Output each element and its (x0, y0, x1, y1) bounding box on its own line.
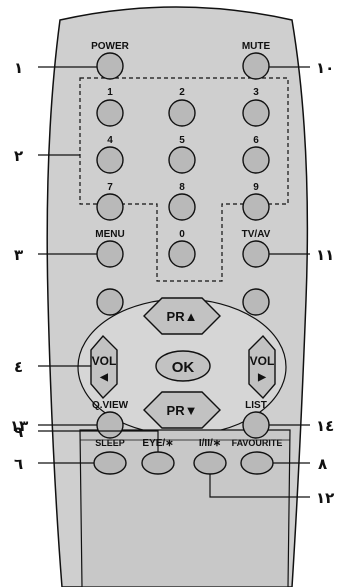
mute-button[interactable] (242, 52, 270, 80)
digit-8-button[interactable] (168, 193, 196, 221)
callout-6: ٦ (14, 455, 23, 473)
digit-1-label: 1 (107, 87, 113, 98)
favourite-label: FAVOURITE (232, 438, 283, 448)
digit-1-button[interactable] (96, 99, 124, 127)
menu-button[interactable] (96, 240, 124, 268)
eye-button[interactable] (141, 451, 175, 475)
menu-label: MENU (95, 229, 124, 240)
favourite-button[interactable] (240, 451, 274, 475)
vol-right-arrow-icon: ▶ (257, 372, 267, 383)
digit-2-label: 2 (179, 87, 185, 98)
digit-4-label: 4 (107, 135, 113, 146)
callout-3: ٣ (14, 246, 23, 264)
callout-8: ٨ (318, 455, 327, 473)
callout-4: ٤ (14, 358, 23, 376)
mute-label: MUTE (242, 41, 271, 52)
vol-left-button[interactable] (90, 334, 118, 400)
ok-label: OK (172, 359, 195, 376)
pr-down-button[interactable] (143, 391, 221, 429)
leader-9 (38, 430, 159, 452)
sleep-label: SLEEP (95, 438, 125, 448)
vol-right-label: VOL (250, 354, 275, 368)
i-ii-button[interactable] (193, 451, 227, 475)
digit-2-button[interactable] (168, 99, 196, 127)
callout-9: ٩ (14, 423, 23, 441)
number-pad-border (79, 77, 289, 282)
digit-0-label: 0 (179, 229, 185, 240)
callout-14: ١٤ (316, 417, 334, 435)
callout-11: ١١ (316, 246, 334, 264)
i-ii-label: I/II/∗ (199, 438, 221, 449)
tvav-label: TV/AV (242, 229, 271, 240)
digit-7-button[interactable] (96, 193, 124, 221)
callout-10: ١٠ (316, 59, 334, 77)
pr-up-label: PR▲ (167, 309, 198, 324)
power-label: POWER (91, 41, 130, 52)
digit-5-label: 5 (179, 135, 185, 146)
bottom-panel (79, 429, 291, 587)
callout-1: ١ (14, 59, 23, 77)
digit-0-button[interactable] (168, 240, 196, 268)
digit-6-label: 6 (253, 135, 259, 146)
pr-up-button[interactable] (143, 297, 221, 335)
power-button[interactable] (96, 52, 124, 80)
qview-button[interactable] (96, 411, 124, 439)
ok-button[interactable] (155, 350, 211, 382)
vol-right-button[interactable] (248, 334, 276, 400)
digit-6-button[interactable] (242, 146, 270, 174)
right-blank-button[interactable] (242, 288, 270, 316)
tvav-button[interactable] (242, 240, 270, 268)
digit-3-label: 3 (253, 87, 259, 98)
digit-3-button[interactable] (242, 99, 270, 127)
list-label: LIST (245, 400, 267, 411)
digit-4-button[interactable] (96, 146, 124, 174)
left-blank-button[interactable] (96, 288, 124, 316)
digit-5-button[interactable] (168, 146, 196, 174)
digit-8-label: 8 (179, 182, 185, 193)
vol-left-label: VOL (92, 354, 117, 368)
digit-9-button[interactable] (242, 193, 270, 221)
list-button[interactable] (242, 411, 270, 439)
digit-7-label: 7 (107, 182, 113, 193)
digit-9-label: 9 (253, 182, 259, 193)
sleep-button[interactable] (93, 451, 127, 475)
callout-13: ١٣ (10, 417, 28, 435)
leader-12 (209, 474, 310, 498)
callout-2: ٢ (14, 147, 23, 165)
qview-label: Q.VIEW (92, 400, 129, 411)
callout-12: ١٢ (316, 489, 334, 507)
vol-left-arrow-icon: ◀ (99, 372, 108, 383)
pr-down-label: PR▼ (167, 403, 198, 418)
